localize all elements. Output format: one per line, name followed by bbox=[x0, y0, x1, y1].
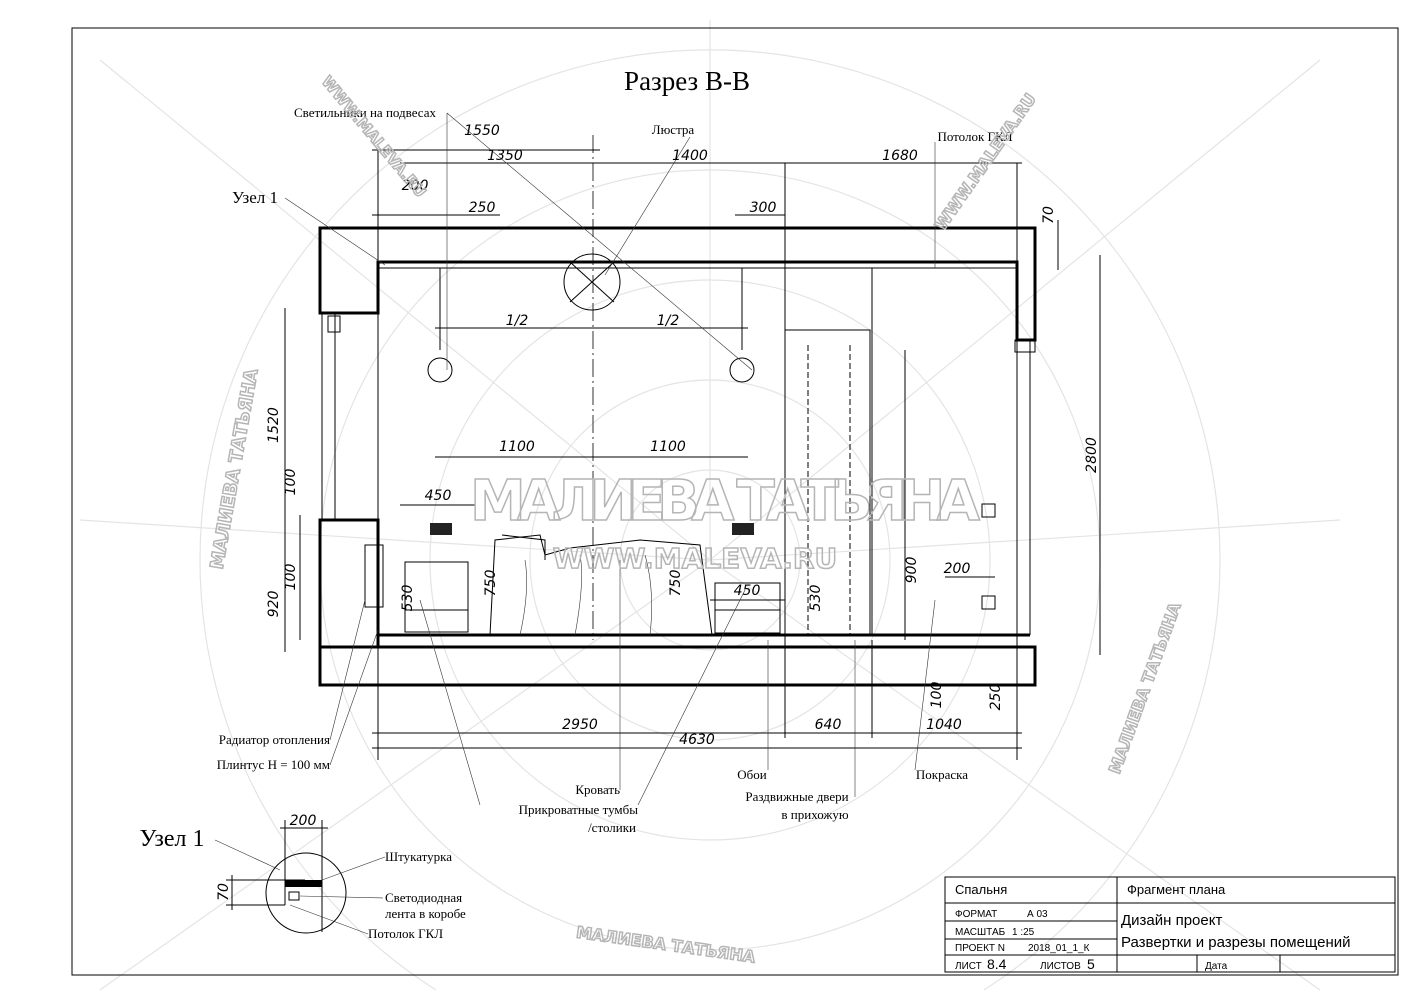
svg-text:750: 750 bbox=[668, 570, 684, 597]
label-node-ref: Узел 1 bbox=[232, 188, 278, 207]
svg-text:WWW.MALEVA.RU: WWW.MALEVA.RU bbox=[553, 542, 837, 575]
label-chandelier: Люстра bbox=[652, 122, 695, 137]
svg-text:Фрагмент плана: Фрагмент плана bbox=[1127, 882, 1226, 897]
svg-text:250: 250 bbox=[469, 200, 496, 216]
svg-text:300: 300 bbox=[750, 200, 777, 216]
svg-text:450: 450 bbox=[425, 488, 452, 504]
label-baseboard: Плинтус Н = 100 мм bbox=[217, 757, 330, 772]
section-title: Разрез В-В bbox=[624, 66, 750, 96]
svg-text:1/2: 1/2 bbox=[506, 313, 529, 329]
bed bbox=[489, 534, 713, 636]
svg-text:Развертки и разрезы помещений: Развертки и разрезы помещений bbox=[1121, 934, 1351, 951]
radiator bbox=[364, 544, 384, 608]
svg-text:1680: 1680 bbox=[882, 148, 918, 164]
led-strip-icon bbox=[288, 891, 300, 901]
svg-text:ЛИСТ: ЛИСТ bbox=[955, 961, 982, 972]
svg-text:200: 200 bbox=[944, 561, 971, 577]
svg-text:70: 70 bbox=[1041, 206, 1057, 224]
callout-labels: Светильники на подвесах Люстра Потолок Г… bbox=[217, 105, 1013, 835]
svg-text:Светодиодная: Светодиодная bbox=[385, 890, 462, 905]
svg-text:1 :25: 1 :25 bbox=[1012, 927, 1035, 938]
svg-text:WWW.MALEVA.RU: WWW.MALEVA.RU bbox=[931, 90, 1040, 234]
svg-text:Потолок ГКЛ: Потолок ГКЛ bbox=[368, 926, 443, 941]
svg-text:4630: 4630 bbox=[679, 732, 715, 748]
chandelier-icon bbox=[563, 253, 621, 311]
pendant-lamp-left bbox=[427, 357, 453, 383]
svg-text:WWW.MALEVA.RU: WWW.MALEVA.RU bbox=[318, 73, 430, 201]
svg-text:ЛИСТОВ: ЛИСТОВ bbox=[1040, 961, 1081, 972]
svg-text:2800: 2800 bbox=[1084, 437, 1100, 473]
label-nightstands: Прикроватные тумбы bbox=[519, 802, 639, 817]
svg-text:МАЛИЕВА ТАТЬЯНА: МАЛИЕВА ТАТЬЯНА bbox=[470, 469, 981, 534]
svg-text:ПРОЕКТ N: ПРОЕКТ N bbox=[955, 943, 1005, 954]
socket-icon bbox=[981, 503, 996, 518]
label-wallpaper: Обои bbox=[737, 767, 767, 782]
svg-text:1100: 1100 bbox=[499, 439, 535, 455]
svg-text:530: 530 bbox=[808, 585, 824, 612]
label-pendant-lamps: Светильники на подвесах bbox=[294, 105, 437, 120]
left-wall-lower bbox=[318, 518, 380, 649]
svg-text:ФОРМАТ: ФОРМАТ bbox=[955, 909, 997, 920]
svg-text:1550: 1550 bbox=[464, 123, 500, 139]
svg-text:8.4: 8.4 bbox=[987, 956, 1007, 972]
svg-text:750: 750 bbox=[483, 570, 499, 597]
svg-text:250: 250 bbox=[988, 684, 1004, 711]
svg-text:450: 450 bbox=[734, 583, 761, 599]
nightstand-right bbox=[714, 582, 781, 634]
label-bed: Кровать bbox=[575, 782, 620, 797]
svg-text:200: 200 bbox=[402, 178, 429, 194]
svg-text:Спальня: Спальня bbox=[955, 882, 1007, 897]
svg-text:МАСШТАБ: МАСШТАБ bbox=[955, 927, 1006, 938]
svg-text:Дизайн проект: Дизайн проект bbox=[1121, 912, 1222, 929]
pendant-lamp-right bbox=[729, 357, 755, 383]
svg-text:лента в коробе: лента в коробе bbox=[385, 906, 466, 921]
svg-text:640: 640 bbox=[815, 717, 842, 733]
svg-text:Штукатурка: Штукатурка bbox=[385, 849, 452, 864]
svg-text:А 03: А 03 bbox=[1027, 909, 1048, 920]
label-nightstands-2: /столики bbox=[588, 820, 636, 835]
svg-text:920: 920 bbox=[266, 591, 282, 618]
svg-text:1/2: 1/2 bbox=[657, 313, 680, 329]
node-1-detail: Узел 1 200 70 Штукатурка Светодиодная ле… bbox=[140, 813, 467, 941]
svg-text:5: 5 bbox=[1087, 956, 1095, 972]
socket-icon bbox=[981, 595, 996, 610]
svg-text:МАЛИЕВА ТАТЬЯНА: МАЛИЕВА ТАТЬЯНА bbox=[207, 367, 263, 571]
svg-text:70: 70 bbox=[216, 883, 232, 901]
dimension-lines bbox=[284, 149, 1101, 760]
label-radiator: Радиатор отопления bbox=[219, 732, 330, 747]
floor-slab bbox=[318, 645, 1037, 687]
section-structure bbox=[318, 135, 1037, 687]
svg-text:2018_01_1_К: 2018_01_1_К bbox=[1028, 943, 1090, 954]
svg-text:1040: 1040 bbox=[926, 717, 962, 733]
title-block: Спальня Фрагмент плана ФОРМАТ А 03 МАСШТ… bbox=[944, 876, 1396, 973]
svg-text:Дата: Дата bbox=[1205, 961, 1228, 972]
svg-text:1400: 1400 bbox=[672, 148, 708, 164]
svg-text:МАЛИЕВА ТАТЬЯНА: МАЛИЕВА ТАТЬЯНА bbox=[1105, 599, 1185, 776]
svg-text:100: 100 bbox=[929, 682, 945, 709]
node-title: Узел 1 bbox=[140, 826, 205, 852]
svg-text:1520: 1520 bbox=[266, 407, 282, 443]
socket-icon bbox=[430, 523, 452, 535]
nightstand-left bbox=[404, 561, 469, 633]
label-sliding-doors-2: в прихожую bbox=[781, 807, 848, 822]
svg-text:100: 100 bbox=[283, 469, 299, 496]
label-ceiling-gkl: Потолок ГКЛ bbox=[937, 129, 1012, 144]
svg-text:1350: 1350 bbox=[487, 148, 523, 164]
svg-text:900: 900 bbox=[904, 557, 920, 584]
svg-text:МАЛИЕВА ТАТЬЯНА: МАЛИЕВА ТАТЬЯНА bbox=[575, 923, 757, 967]
svg-text:2950: 2950 bbox=[562, 717, 598, 733]
label-paint: Покраска bbox=[916, 767, 968, 782]
svg-text:200: 200 bbox=[290, 813, 317, 829]
label-sliding-doors: Раздвижные двери bbox=[745, 789, 848, 804]
svg-text:1100: 1100 bbox=[650, 439, 686, 455]
leader-lines bbox=[284, 112, 936, 806]
svg-text:530: 530 bbox=[400, 585, 416, 612]
sheet-frame bbox=[71, 27, 1399, 976]
svg-text:100: 100 bbox=[283, 564, 299, 591]
socket-icon bbox=[732, 523, 754, 535]
dimension-labels: 1550 1350 1400 1680 200 250 300 70 1/2 1… bbox=[266, 123, 1100, 748]
